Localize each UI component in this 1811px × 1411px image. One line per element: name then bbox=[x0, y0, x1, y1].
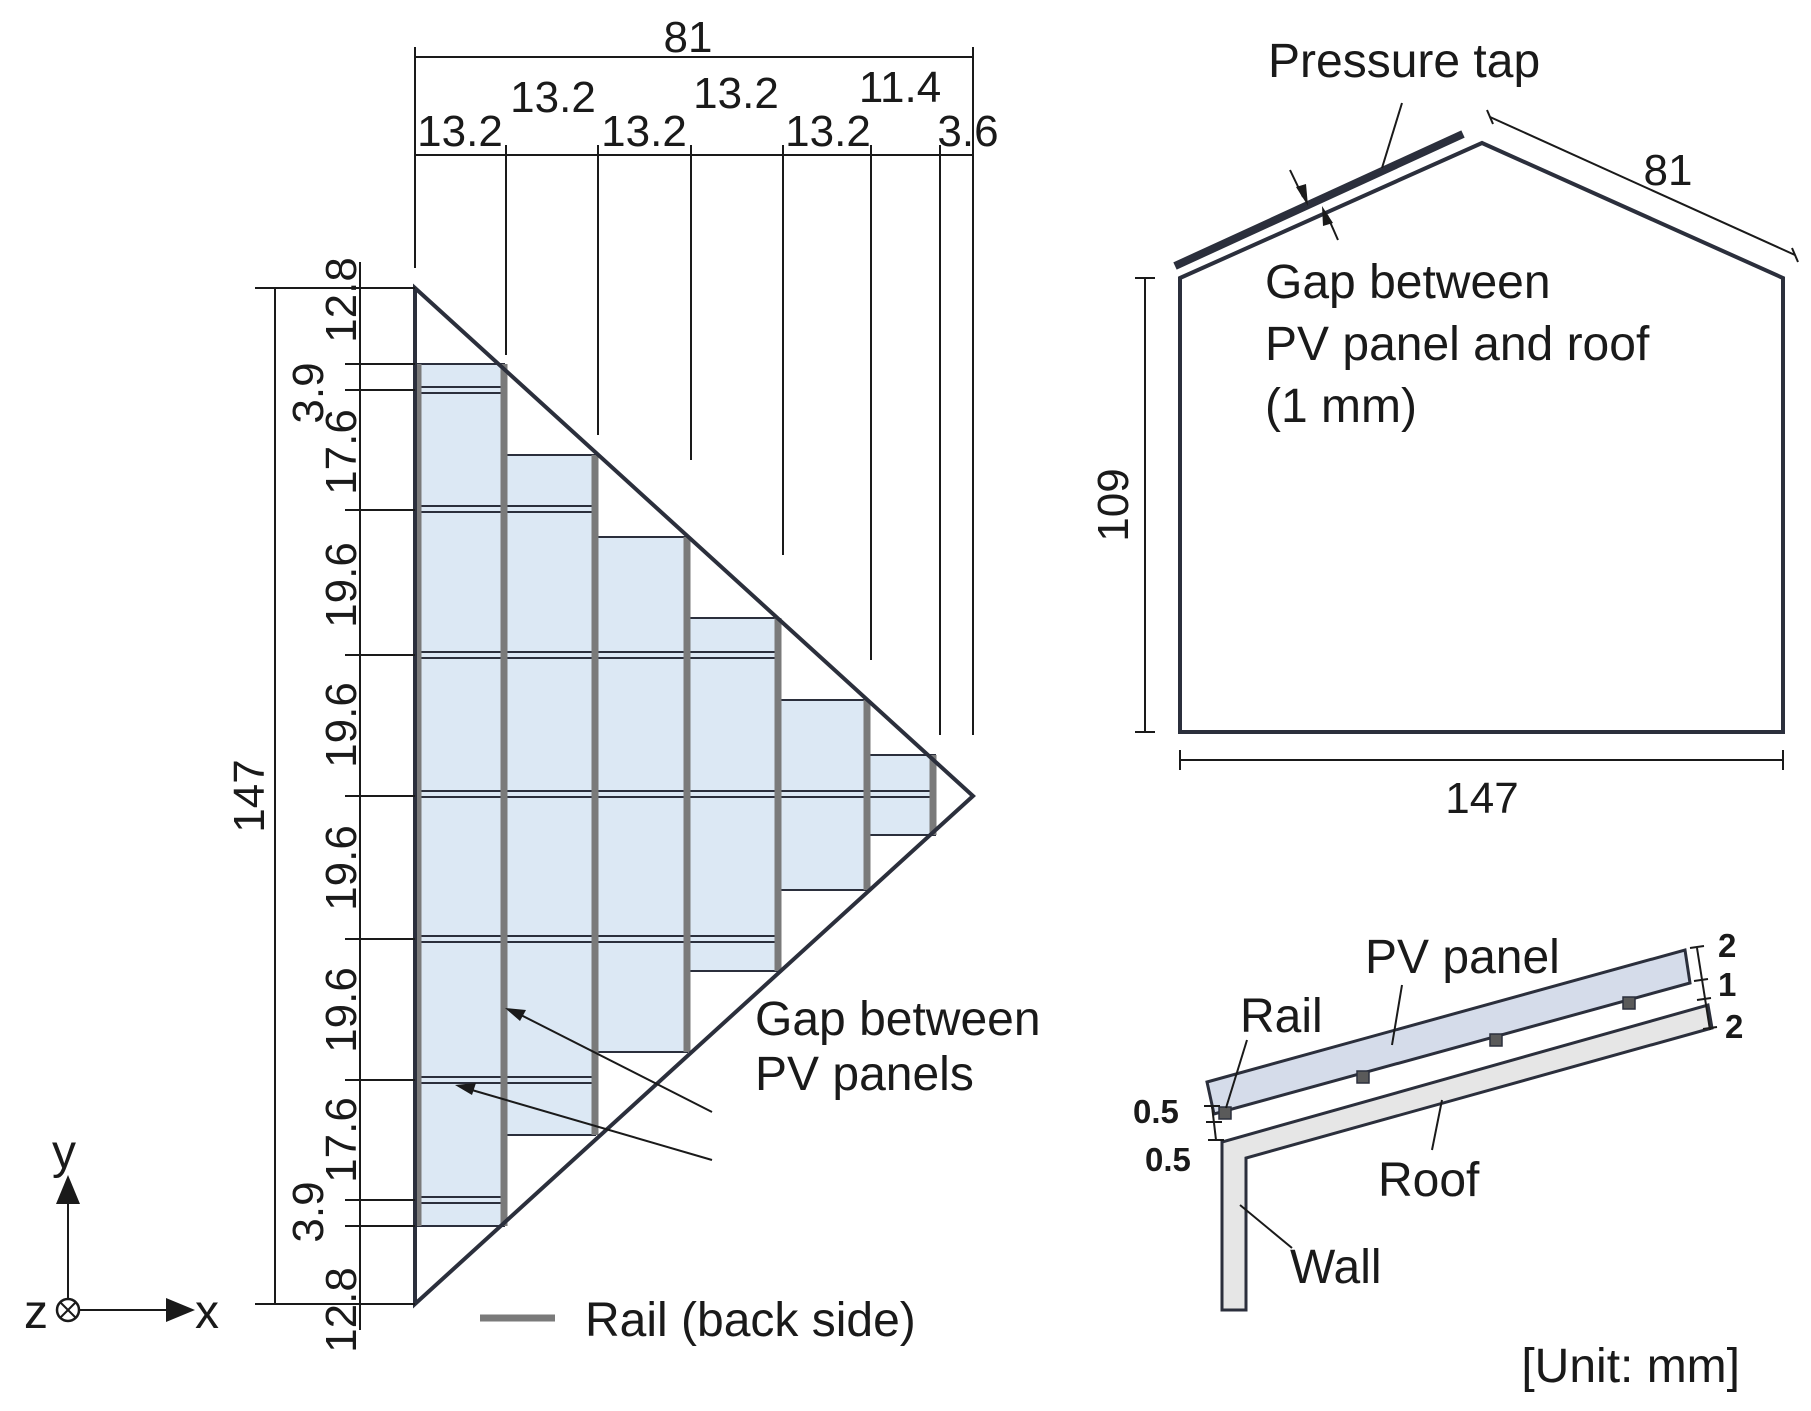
rail-section-3 bbox=[1489, 1033, 1503, 1047]
plan-dim-left-8: 17.6 bbox=[317, 1097, 366, 1183]
rail-gap-dim: 0.5 bbox=[1145, 1141, 1191, 1178]
rail-legend-label: Rail (back side) bbox=[585, 1294, 916, 1347]
rails bbox=[414, 364, 937, 1226]
pv-panel-elevation bbox=[1173, 130, 1465, 270]
plan-dim-r1-3: 11.4 bbox=[859, 63, 941, 112]
plan-dim-total-height: 147 bbox=[225, 759, 274, 832]
y-axis-label: y bbox=[52, 1126, 76, 1179]
plan-dim-left-1: 12.8 bbox=[317, 257, 366, 343]
plan-dim-left-10: 12.8 bbox=[317, 1267, 366, 1353]
plan-dim-left-5: 19.6 bbox=[317, 682, 366, 768]
plan-dim-r2-4: 3.6 bbox=[937, 107, 998, 156]
unit-label: [Unit: mm] bbox=[1521, 1340, 1740, 1393]
wall-height-dim: 109 bbox=[1089, 468, 1138, 541]
coordinate-axes: x y z bbox=[24, 1126, 219, 1339]
y-axis-arrow bbox=[56, 1175, 80, 1204]
roof-gap-label-line3: (1 mm) bbox=[1265, 380, 1417, 433]
building-outline bbox=[1178, 140, 1785, 734]
roof-thickness-dim: 2 bbox=[1725, 1008, 1743, 1045]
pv-panel-section bbox=[1205, 948, 1692, 1116]
roof-length-dim: 81 bbox=[1644, 146, 1693, 195]
plan-dim-left-3: 17.6 bbox=[317, 409, 366, 495]
plan-dim-r2-2: 13.2 bbox=[601, 107, 687, 156]
plan-dim-left-2: 3.9 bbox=[284, 362, 333, 423]
building-width-dim: 147 bbox=[1445, 774, 1518, 823]
pv-panel-col1 bbox=[417, 363, 505, 1227]
plan-dim-left-7: 19.6 bbox=[317, 967, 366, 1053]
roof-label: Roof bbox=[1378, 1154, 1480, 1207]
pressure-tap-label: Pressure tap bbox=[1268, 35, 1540, 88]
panel-gap-callout: Gap between PV panels bbox=[455, 993, 1041, 1161]
plan-dim-left-6: 19.6 bbox=[317, 825, 366, 911]
plan-dim-r1-1: 13.2 bbox=[510, 73, 596, 122]
rail-section-4 bbox=[1622, 996, 1636, 1010]
pv-thickness-dim: 2 bbox=[1718, 927, 1736, 964]
panel-gap-label-line2: PV panels bbox=[755, 1048, 974, 1101]
plan-view: 81 13.2 13.2 11.4 13.2 13.2 13.2 3.6 bbox=[24, 13, 1041, 1353]
plan-dim-r2-1: 13.2 bbox=[417, 107, 503, 156]
plan-top-dimensions: 81 13.2 13.2 11.4 13.2 13.2 13.2 3.6 bbox=[414, 13, 999, 735]
elevation-view: Pressure tap Gap between PV panel and ro… bbox=[1089, 35, 1799, 823]
plan-dim-left-9: 3.9 bbox=[284, 1181, 333, 1242]
gap-thickness-dim: 1 bbox=[1718, 966, 1736, 1003]
rail-label: Rail bbox=[1240, 990, 1323, 1043]
panel-gap-label-line1: Gap between bbox=[755, 993, 1041, 1046]
plan-dim-left-4: 19.6 bbox=[317, 542, 366, 628]
wall-label: Wall bbox=[1290, 1241, 1382, 1294]
pv-panel-label: PV panel bbox=[1365, 931, 1560, 984]
roof-gap-label-line1: Gap between bbox=[1265, 256, 1551, 309]
x-axis-label: x bbox=[195, 1286, 219, 1339]
rail-section-2 bbox=[1356, 1070, 1370, 1084]
x-axis-arrow bbox=[166, 1298, 195, 1322]
pv-panel-col6 bbox=[867, 754, 936, 836]
rail-section-1 bbox=[1218, 1106, 1232, 1120]
plan-dim-total-width: 81 bbox=[664, 13, 713, 62]
rail-height-dim: 0.5 bbox=[1133, 1093, 1179, 1130]
pv-panel-col3 bbox=[595, 536, 688, 1053]
pv-panel-col2 bbox=[504, 454, 596, 1136]
plan-dim-r1-2: 13.2 bbox=[693, 69, 779, 118]
roof-gap-label-line2: PV panel and roof bbox=[1265, 318, 1650, 371]
plan-dim-r2-3: 13.2 bbox=[785, 107, 871, 156]
section-detail: PV panel Rail Roof Wall 2 1 2 0.5 0.5 bbox=[1133, 927, 1743, 1312]
pv-panel-col5 bbox=[778, 699, 868, 891]
rail-legend: Rail (back side) bbox=[480, 1294, 916, 1347]
pv-panel-col4 bbox=[687, 617, 779, 972]
plan-left-dimensions bbox=[255, 262, 415, 1330]
z-axis-label: z bbox=[24, 1286, 48, 1339]
